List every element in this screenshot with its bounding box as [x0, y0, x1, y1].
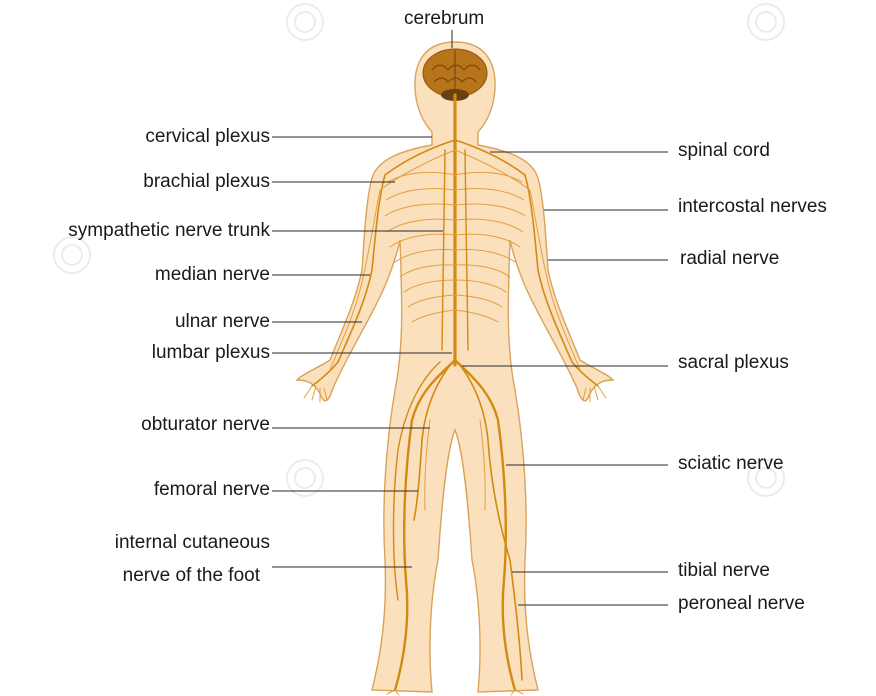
label-sacral-plexus: sacral plexus	[678, 352, 789, 374]
label-lumbar-plexus: lumbar plexus	[152, 342, 270, 364]
label-median-nerve: median nerve	[155, 264, 270, 286]
label-radial-nerve: radial nerve	[680, 248, 779, 270]
label-internal-cutaneous-line2: nerve of the foot	[123, 565, 260, 587]
label-sciatic-nerve: sciatic nerve	[678, 453, 784, 475]
label-femoral-nerve: femoral nerve	[154, 479, 270, 501]
label-obturator-nerve: obturator nerve	[141, 414, 270, 436]
label-spinal-cord: spinal cord	[678, 140, 770, 162]
label-cervical-plexus: cervical plexus	[145, 126, 270, 148]
label-internal-cutaneous-line1: internal cutaneous	[115, 532, 270, 554]
label-tibial-nerve: tibial nerve	[678, 560, 770, 582]
label-brachial-plexus: brachial plexus	[143, 171, 270, 193]
label-sympathetic-nerve-trunk: sympathetic nerve trunk	[68, 220, 270, 242]
label-ulnar-nerve: ulnar nerve	[175, 311, 270, 333]
label-peroneal-nerve: peroneal nerve	[678, 593, 805, 615]
label-cerebrum: cerebrum	[404, 8, 484, 30]
label-intercostal-nerves: intercostal nerves	[678, 196, 827, 218]
